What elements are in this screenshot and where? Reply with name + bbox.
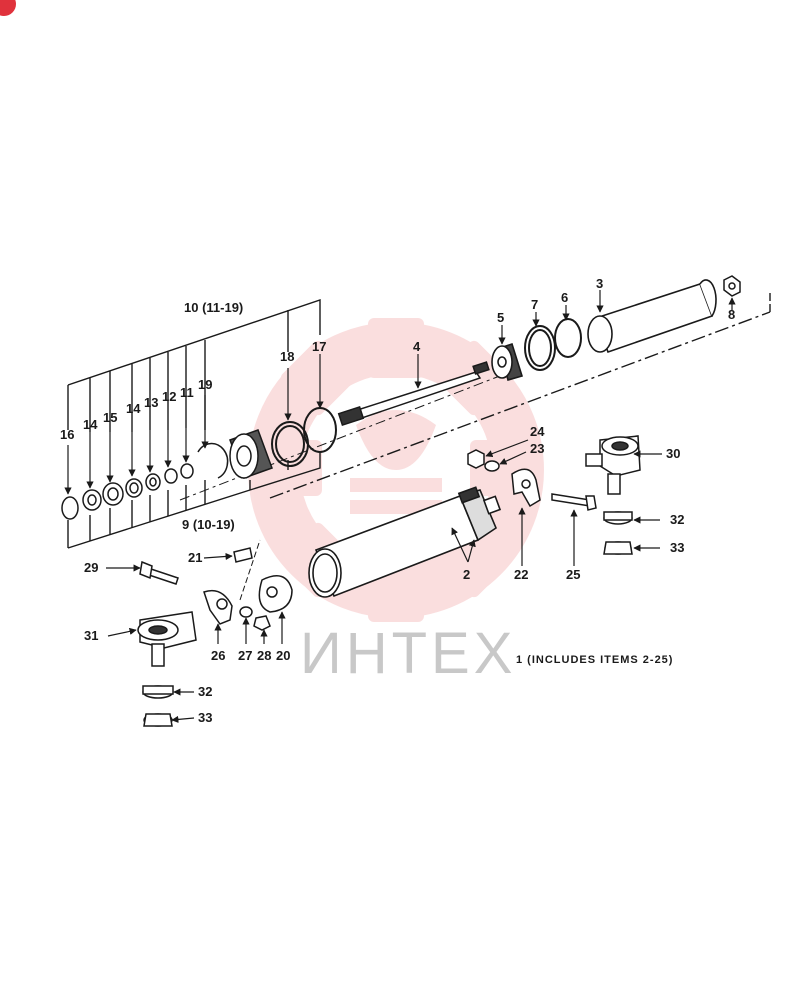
callout-28: 28 bbox=[257, 648, 272, 663]
callout-16: 16 bbox=[60, 427, 75, 442]
callout-33b: 33 bbox=[198, 710, 213, 725]
callout-32a: 32 bbox=[670, 512, 685, 527]
callout-2: 2 bbox=[463, 567, 471, 582]
callout-25: 25 bbox=[566, 567, 581, 582]
callout-23: 23 bbox=[530, 441, 545, 456]
callout-14a: 14 bbox=[83, 417, 98, 432]
callout-31: 31 bbox=[84, 628, 99, 643]
watermark-text: ИНТЕХ bbox=[300, 621, 517, 686]
callout-19: 19 bbox=[198, 377, 213, 392]
callout-9: 9 (10-19) bbox=[182, 517, 235, 532]
callout-13: 13 bbox=[144, 395, 159, 410]
callout-5: 5 bbox=[497, 310, 505, 325]
callout-12: 12 bbox=[162, 389, 177, 404]
callout-3: 3 bbox=[596, 276, 604, 291]
callout-10: 10 (11-19) bbox=[184, 300, 244, 315]
callout-27: 27 bbox=[238, 648, 253, 663]
callout-24: 24 bbox=[530, 424, 545, 439]
callout-33a: 33 bbox=[670, 540, 685, 555]
callout-22: 22 bbox=[514, 567, 529, 582]
callout-30: 30 bbox=[666, 446, 681, 461]
assembly-note: 1 (INCLUDES ITEMS 2-25) bbox=[516, 654, 674, 666]
callout-11: 11 bbox=[180, 385, 194, 400]
callout-21: 21 bbox=[188, 550, 203, 565]
corner-badge bbox=[0, 0, 16, 16]
callout-29: 29 bbox=[84, 560, 99, 575]
callout-18: 18 bbox=[280, 349, 295, 364]
callout-20: 20 bbox=[276, 648, 291, 663]
callout-15: 15 bbox=[103, 410, 118, 425]
callout-4: 4 bbox=[413, 339, 421, 354]
callout-7: 7 bbox=[531, 297, 539, 312]
callout-8: 8 bbox=[728, 307, 736, 322]
callout-26: 26 bbox=[211, 648, 226, 663]
callout-17: 17 bbox=[312, 339, 327, 354]
callout-14b: 14 bbox=[126, 401, 141, 416]
callout-6: 6 bbox=[561, 290, 569, 305]
callout-32b: 32 bbox=[198, 684, 213, 699]
